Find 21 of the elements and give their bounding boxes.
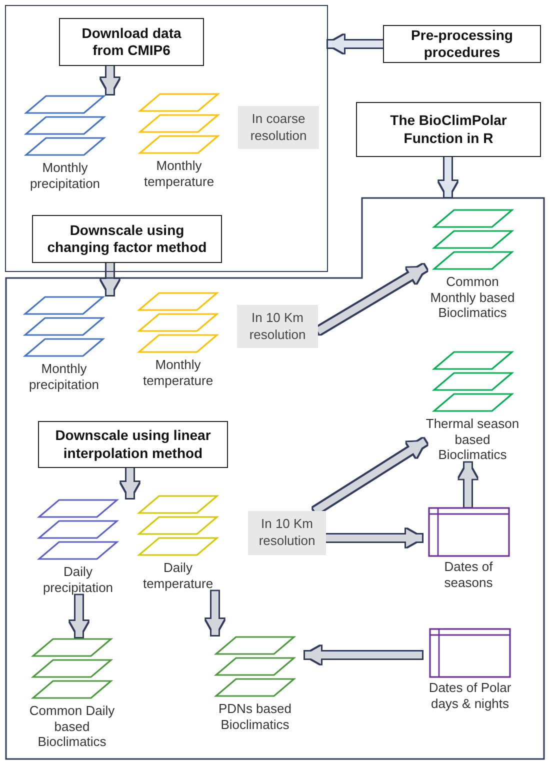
process-box: The BioClimPolar Function in R [356,102,541,157]
process-box: Pre-processing procedures [383,25,541,63]
container-frame [5,5,328,272]
node-caption: Common Daily based Bioclimatics [28,703,116,750]
node-caption: Monthly temperature [142,158,216,190]
note-box: In 10 Km resolution [237,305,318,348]
node-caption: Monthly precipitation [28,361,100,392]
node-caption: PDNs based Bioclimatics [218,701,292,732]
process-box: Download data from CMIP6 [59,18,204,66]
process-box: Downscale using linear interpolation method [38,421,228,468]
note-box: In 10 Km resolution [248,511,326,555]
node-caption: Dates of seasons [443,559,494,590]
node-caption: Thermal season based Bioclimatics [426,416,520,463]
node-caption: Common Monthly based Bioclimatics [429,274,516,321]
node-caption: Daily temperature [142,560,214,592]
node-caption: Monthly precipitation [28,160,102,192]
process-box: Downscale using changing factor method [32,215,222,263]
node-caption: Dates of Polar days & nights [428,680,512,712]
note-box: In coarse resolution [238,106,319,149]
node-caption: Monthly temperature [142,357,214,388]
node-caption: Daily precipitation [42,564,114,596]
